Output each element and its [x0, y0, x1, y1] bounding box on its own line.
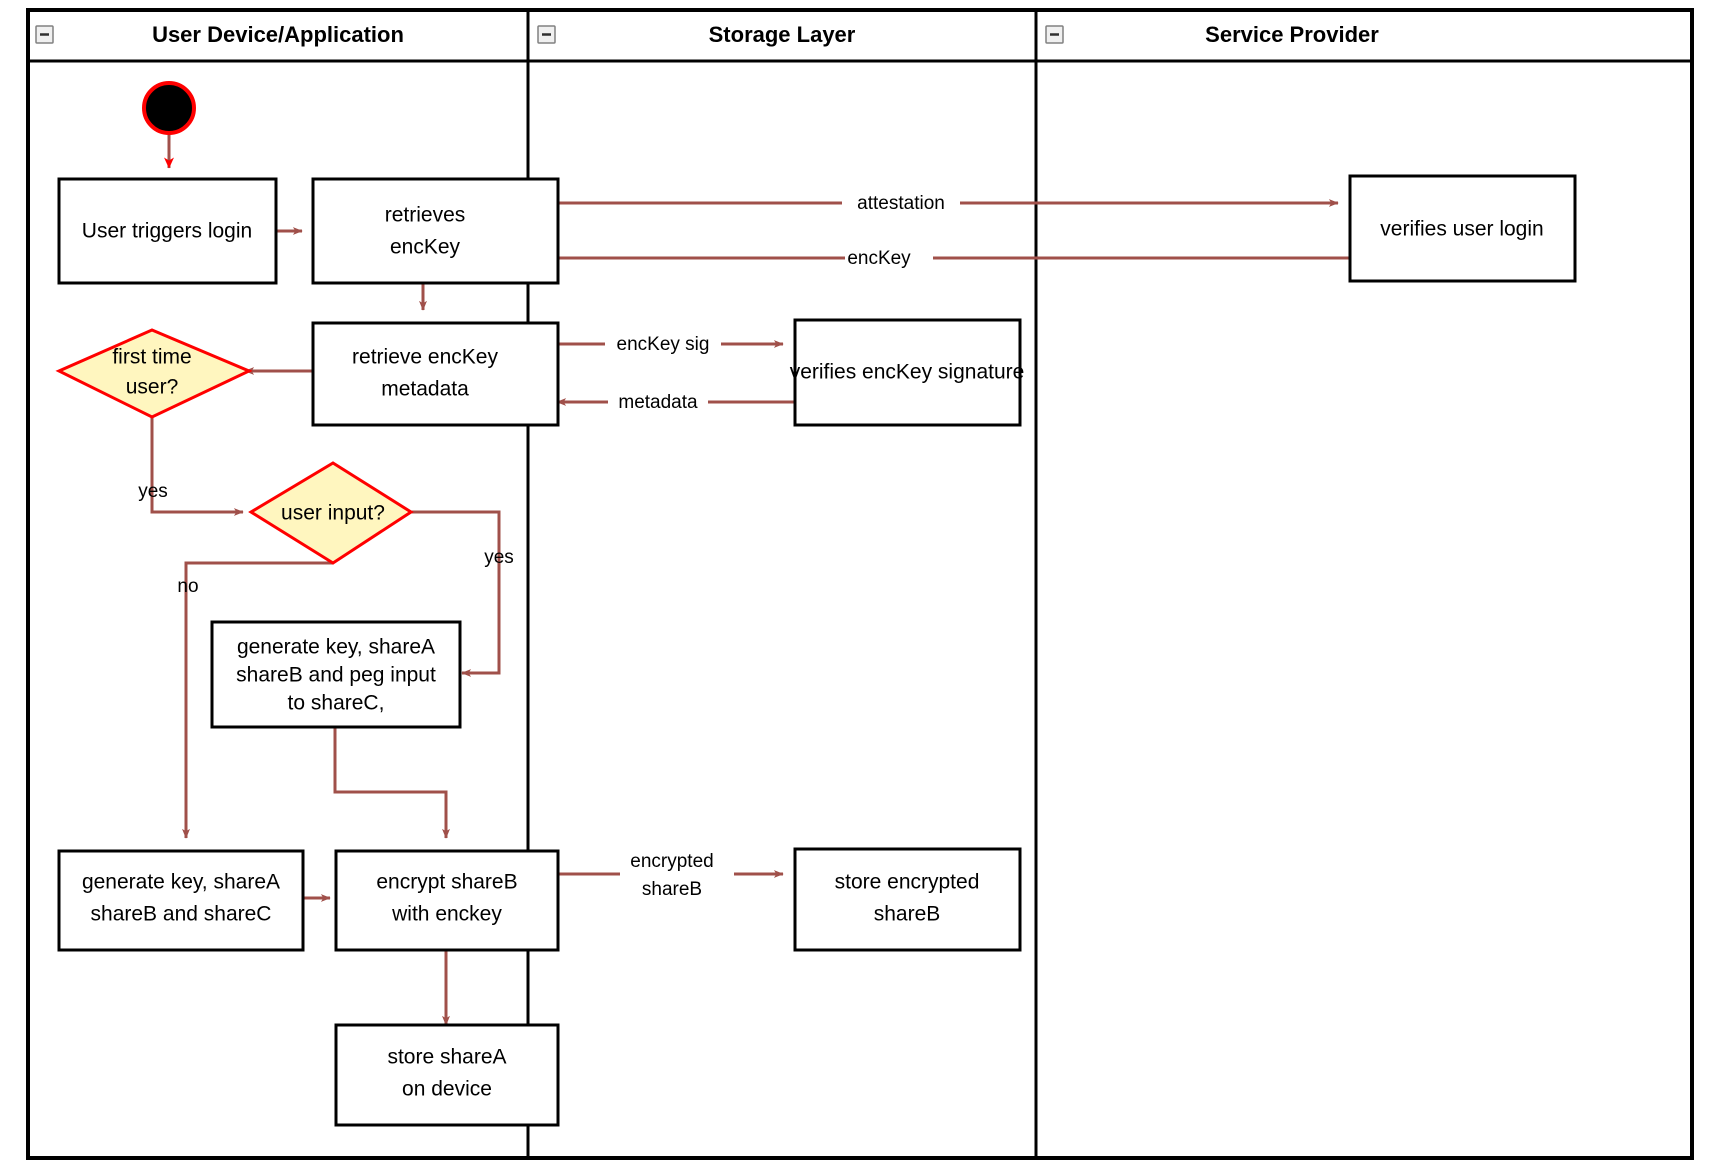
- edge-label-enckey-sig: encKey sig: [617, 334, 710, 355]
- node-label-line1: generate key, shareA: [82, 871, 280, 894]
- edge-genpeg-to-encrypt: [333, 727, 450, 839]
- node-label-line2: shareB and shareC: [91, 903, 272, 926]
- node-label: verifies encKey signature: [790, 361, 1025, 384]
- node-store-encrypted-shareb[interactable]: store encrypted shareB: [793, 847, 1022, 952]
- minus-icon[interactable]: [1045, 25, 1064, 44]
- node-verifies-user-login[interactable]: verifies user login: [1348, 174, 1577, 283]
- node-encrypt-shareb[interactable]: encrypt shareB with enckey: [334, 849, 560, 952]
- lane-title-storage-layer: Storage Layer: [709, 22, 856, 47]
- node-label-line1: retrieve encKey: [352, 346, 498, 369]
- edge-userinput-no: [182, 561, 333, 839]
- lane-header-service-provider: Service Provider: [1045, 22, 1379, 47]
- node-first-time-user[interactable]: first time user?: [55, 328, 253, 419]
- node-label-line1: store encrypted: [835, 871, 980, 894]
- lane-header-storage-layer: Storage Layer: [537, 22, 856, 47]
- node-label-line2: shareB: [874, 903, 941, 926]
- node-label: verifies user login: [1380, 218, 1543, 241]
- diagram-frame: [26, 8, 1694, 1160]
- node-retrieve-enckey-metadata[interactable]: retrieve encKey metadata: [311, 321, 560, 427]
- node-label-line1: retrieves: [385, 204, 466, 227]
- initial-node[interactable]: [142, 81, 196, 135]
- node-label-line1: first time: [112, 346, 191, 369]
- edge-label-bg: [608, 389, 708, 415]
- node-label-line2: on device: [402, 1078, 492, 1101]
- node-label-line1: generate key, shareA: [237, 636, 435, 659]
- lane-title-user-device: User Device/Application: [152, 22, 404, 47]
- node-label-line2: shareB and peg input: [236, 664, 436, 687]
- node-generate-shares[interactable]: generate key, shareA shareB and shareC: [57, 849, 305, 952]
- edge-label-yes-userinput: yes: [484, 547, 514, 568]
- edge-label-bg: [845, 245, 933, 271]
- node-retrieves-enckey[interactable]: retrieves encKey: [311, 177, 560, 285]
- edge-label-metadata: metadata: [618, 392, 698, 413]
- node-label-line2: metadata: [381, 378, 469, 401]
- edge-label-encrypted-l1: encrypted: [630, 851, 713, 872]
- node-verifies-enckey-signature[interactable]: verifies encKey signature: [790, 318, 1025, 427]
- node-label-line3: to shareC,: [288, 692, 385, 715]
- edge-firsttime-yes: [150, 417, 244, 516]
- minus-icon[interactable]: [537, 25, 556, 44]
- node-label: user input?: [281, 502, 385, 525]
- edge-label-enckey: encKey: [847, 248, 911, 269]
- edge-label-no-userinput: no: [177, 576, 198, 597]
- node-label-line2: encKey: [390, 236, 461, 259]
- node-label-line2: user?: [126, 376, 179, 399]
- node-label-line1: encrypt shareB: [376, 871, 517, 894]
- node-label: User triggers login: [82, 220, 252, 243]
- node-label-line1: store shareA: [387, 1046, 506, 1069]
- lane-header-user-device: User Device/Application: [35, 22, 404, 47]
- node-generate-peg[interactable]: generate key, shareA shareB and peg inpu…: [210, 620, 462, 729]
- lane-title-service-provider: Service Provider: [1205, 22, 1379, 47]
- node-store-sharea[interactable]: store shareA on device: [334, 1023, 560, 1127]
- node-label-line2: with enckey: [391, 903, 502, 926]
- minus-icon[interactable]: [35, 25, 54, 44]
- edge-label-yes-firsttime: yes: [138, 481, 168, 502]
- edge-label-attestation: attestation: [857, 193, 945, 214]
- node-user-triggers-login[interactable]: User triggers login: [57, 177, 278, 285]
- node-user-input[interactable]: user input?: [248, 461, 414, 565]
- edge-label-bg: [605, 331, 721, 357]
- edge-label-bg: [620, 848, 734, 902]
- edge-label-bg: [842, 190, 960, 216]
- edge-label-encrypted-l2: shareB: [642, 879, 702, 900]
- edge-userinput-yes: [409, 510, 501, 677]
